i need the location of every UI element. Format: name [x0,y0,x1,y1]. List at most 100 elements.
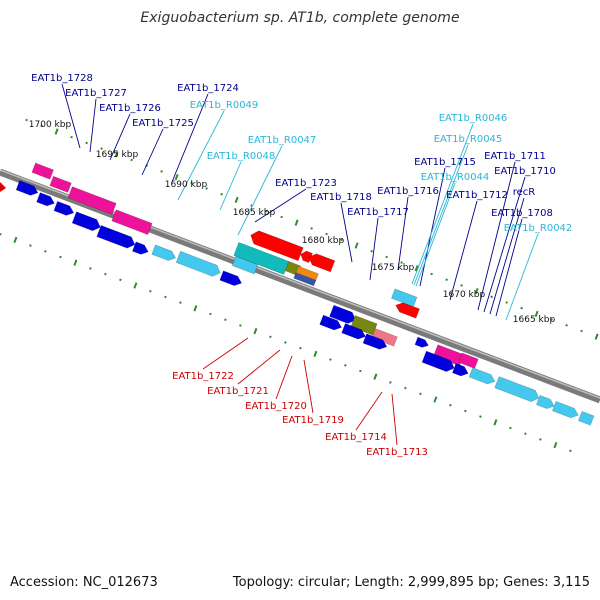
tick-dot-lower [29,244,32,247]
tick-dot-lower [329,358,332,361]
gene-rna-42 [468,367,496,385]
gene-cds-l [421,350,455,372]
gene-label-bottom: EAT1b_1722 [172,371,234,382]
tick-dot-upper [310,227,313,230]
label-leader-lines [61,83,539,446]
gene-1716 [371,328,398,347]
gene-label-top: EAT1b_1712 [446,190,508,201]
gene-label-top: EAT1b_R0045 [434,134,503,145]
gene-1713 [391,288,418,308]
leader-top [397,196,409,271]
tick-dot-lower [449,403,452,407]
tick-dot-upper [114,151,119,158]
leader-top [489,197,525,315]
tick-dot-upper [565,324,568,327]
leader-top [483,176,526,313]
tick-dot-lower [164,295,167,299]
leader-top [177,110,225,201]
tick-dot-lower [149,289,152,293]
leader-top [340,202,353,263]
gene-label-top: EAT1b_1718 [310,192,372,203]
gene-label-top: EAT1b_1715 [414,157,476,168]
kbp-tick-label: 1695 kbp [96,150,139,160]
tick-dot-lower [509,426,512,430]
tick-dot-lower [419,392,422,396]
tick-dot-upper [400,261,403,264]
leader-top [495,218,523,317]
leader-top [219,161,242,211]
gene-label-top: EAT1b_R0046 [439,113,508,124]
gene-label-bottom: EAT1b_1713 [366,447,428,458]
tick-dot-lower [539,438,542,441]
leader-top [171,93,209,183]
tick-dot-upper [280,215,283,219]
topology-label: Topology: circular; Length: 2,999,895 bp… [232,575,590,590]
left-edge-marker [0,182,6,192]
gene-cds-e [96,225,136,249]
tick-dot-upper [174,173,179,181]
tick-dot-lower [209,312,212,316]
tick-dot-upper [25,118,28,122]
tick-dot-lower [344,364,347,367]
gene-label-top: EAT1b_1716 [377,186,439,197]
gene-1719a [300,250,313,264]
gene-label-bottom: EAT1b_1719 [282,415,344,426]
gene-labels: EAT1b_1728EAT1b_1727EAT1b_1726EAT1b_1725… [31,73,572,458]
tick-dot-lower [44,250,47,253]
kbp-tick-label: 1675 kbp [372,263,415,273]
tick-dot-upper [85,141,88,145]
kbp-tick-label: 1665 kbp [513,315,556,325]
gene-cds-i [341,323,366,340]
gene-1708 [494,376,540,402]
gene-cds-c [53,200,75,216]
leader-top [109,113,131,161]
tick-dot-lower [179,301,182,304]
tick-dot-upper [414,265,419,272]
leader-top [419,167,446,287]
tick-dot-lower [479,415,482,418]
gene-label-bottom: EAT1b_1721 [207,386,269,397]
tick-dot-lower [299,346,302,350]
leader-top [411,123,474,285]
leader-bottom [303,359,314,414]
tick-dot-lower [133,282,138,289]
tick-dot-upper [490,295,493,299]
leader-top [477,161,516,311]
gene-label-top: EAT1b_1727 [65,88,127,99]
tick-dot-lower [493,419,498,426]
tick-dot-upper [370,249,373,253]
gene-cds-d [71,211,101,232]
leader-bottom [275,355,293,400]
gene-label-top: recR [513,187,536,198]
gene-cds-f [132,241,149,255]
gene-label-top: EAT1b_1711 [484,151,546,162]
tick-dot-lower [524,432,527,435]
tick-dot-upper [234,196,239,204]
tick-dot-lower [284,341,287,344]
gene-1727 [49,175,72,193]
tick-dot-upper [550,318,553,321]
gene-1717 [350,315,378,336]
leader-bottom [237,349,281,385]
tick-dot-lower [359,369,362,373]
tick-dot-upper [474,287,479,295]
tick-dot-upper [594,333,599,340]
tick-dot-upper [534,310,539,318]
leader-top [237,145,283,236]
tick-dot-lower [464,409,467,413]
gene-label-top: EAT1b_R0049 [190,100,259,111]
gene-1719b [295,265,319,282]
gene-cds-j [362,333,388,350]
gene-label-top: EAT1b_R0048 [207,151,276,162]
gene-label-bottom: EAT1b_1714 [325,432,387,443]
accession-label: Accession: NC_012673 [10,575,158,590]
leader-top [413,144,469,286]
kbp-tick-label: 1680 kbp [302,236,345,246]
tick-dot-lower [0,232,2,236]
tick-dot-upper [220,192,223,196]
tick-dot-upper [340,238,343,242]
genome-title: Exiguobacterium sp. AT1b, complete genom… [140,10,459,26]
gene-1728 [31,162,54,180]
